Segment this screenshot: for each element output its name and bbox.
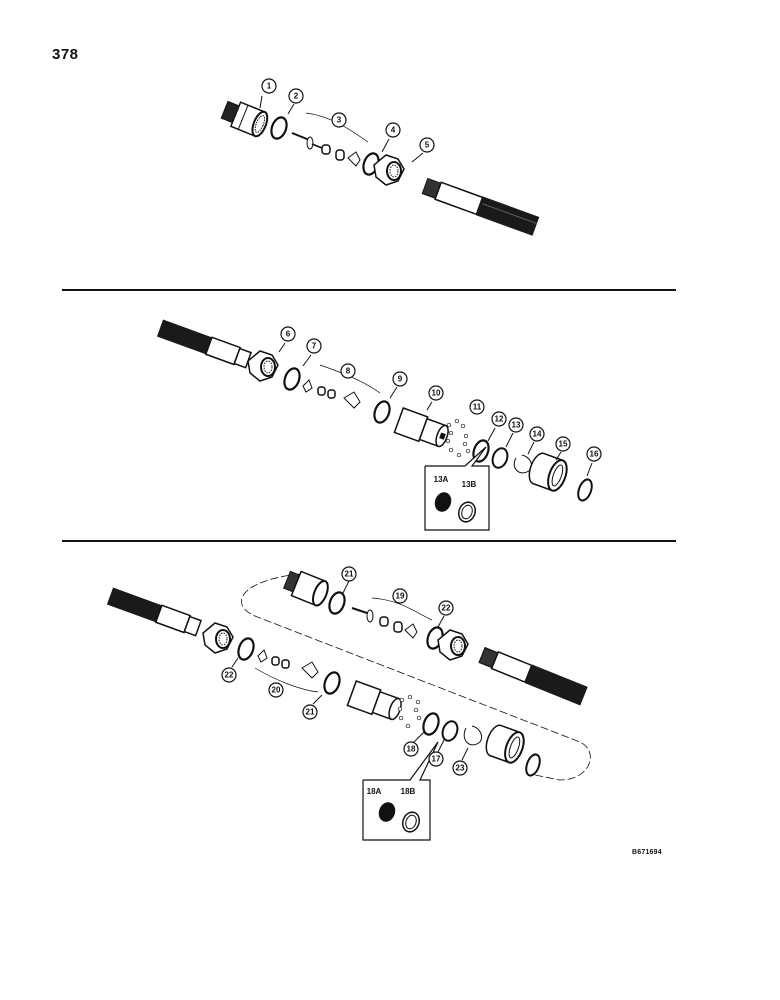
svg-text:10: 10 bbox=[432, 389, 441, 398]
part-19-valve-parts bbox=[351, 597, 433, 639]
svg-text:1: 1 bbox=[267, 82, 272, 91]
svg-text:9: 9 bbox=[398, 375, 403, 384]
hose-bottom-left bbox=[106, 587, 203, 637]
svg-text:13: 13 bbox=[512, 421, 521, 430]
svg-text:12: 12 bbox=[495, 415, 504, 424]
callout-16: 16 bbox=[586, 446, 602, 477]
callout-19: 19 bbox=[392, 588, 408, 604]
reference-code: B671694 bbox=[632, 849, 662, 856]
callout-4: 4 bbox=[381, 122, 401, 153]
page-number: 378 bbox=[52, 46, 79, 63]
svg-text:21: 21 bbox=[306, 708, 315, 717]
svg-text:5: 5 bbox=[425, 141, 430, 150]
svg-text:13A: 13A bbox=[434, 475, 449, 484]
hose-middle bbox=[156, 319, 253, 369]
part-coupler-body-bottom bbox=[346, 680, 402, 721]
callout-7: 7 bbox=[302, 338, 322, 367]
balls-bottom bbox=[397, 694, 422, 729]
svg-text:14: 14 bbox=[533, 430, 542, 439]
svg-text:16: 16 bbox=[590, 450, 599, 459]
svg-text:15: 15 bbox=[559, 440, 568, 449]
svg-text:18A: 18A bbox=[367, 787, 382, 796]
part-coupling-bottom bbox=[282, 570, 329, 607]
inset-18-box: 18A 18B bbox=[362, 741, 439, 841]
svg-text:13B: 13B bbox=[462, 480, 477, 489]
part-16-ring bbox=[577, 478, 593, 502]
part-14-snap-ring bbox=[513, 454, 533, 474]
part-15-sleeve bbox=[528, 452, 568, 492]
svg-text:22: 22 bbox=[225, 671, 234, 680]
part-10-coupler-body bbox=[393, 407, 449, 448]
callout-3: 3 bbox=[331, 112, 347, 128]
callout-17: 17 bbox=[428, 739, 445, 767]
svg-text:17: 17 bbox=[432, 755, 441, 764]
part-13-backup-ring bbox=[491, 447, 509, 469]
callout-9: 9 bbox=[389, 371, 408, 399]
part-3-valve-parts bbox=[291, 112, 369, 167]
svg-text:6: 6 bbox=[286, 330, 291, 339]
callout-6: 6 bbox=[278, 326, 296, 353]
callout-11: 11 bbox=[469, 399, 485, 415]
callout-23: 23 bbox=[452, 747, 469, 776]
svg-text:23: 23 bbox=[456, 764, 465, 773]
part-11-balls bbox=[445, 418, 471, 458]
svg-text:18: 18 bbox=[407, 745, 416, 754]
callout-21-bottom: 21 bbox=[302, 694, 323, 720]
top-assembly: 1 2 3 4 5 bbox=[220, 78, 540, 236]
callout-14: 14 bbox=[527, 426, 545, 455]
inset-13-box: 13A 13B bbox=[424, 446, 490, 531]
callout-5: 5 bbox=[411, 137, 435, 163]
svg-text:4: 4 bbox=[391, 126, 396, 135]
callout-8: 8 bbox=[340, 363, 356, 379]
svg-text:18B: 18B bbox=[401, 787, 416, 796]
section-divider-bottom bbox=[62, 540, 676, 542]
svg-text:2: 2 bbox=[294, 92, 299, 101]
hose-top bbox=[421, 177, 540, 236]
part-1-coupling bbox=[220, 100, 269, 138]
svg-text:19: 19 bbox=[396, 592, 405, 601]
part-20-valve-parts bbox=[254, 649, 319, 693]
section-divider-top bbox=[62, 289, 676, 291]
callout-10: 10 bbox=[426, 385, 444, 411]
callout-13: 13 bbox=[505, 417, 524, 448]
callout-20: 20 bbox=[268, 682, 284, 698]
callout-22-bottom: 22 bbox=[221, 657, 239, 683]
svg-text:20: 20 bbox=[272, 686, 281, 695]
middle-assembly: 13A 13B 6 7 8 9 10 11 12 13 14 15 16 bbox=[156, 319, 602, 531]
svg-text:3: 3 bbox=[337, 116, 342, 125]
svg-text:7: 7 bbox=[312, 342, 317, 351]
callout-22-top: 22 bbox=[437, 600, 454, 628]
callout-2: 2 bbox=[287, 88, 304, 115]
callout-1: 1 bbox=[259, 78, 277, 109]
callout-12: 12 bbox=[487, 411, 507, 442]
callout-21-top: 21 bbox=[341, 566, 357, 594]
svg-text:22: 22 bbox=[442, 604, 451, 613]
hose-bottom-right bbox=[478, 646, 588, 706]
callout-18: 18 bbox=[403, 731, 425, 757]
svg-text:21: 21 bbox=[345, 570, 354, 579]
bottom-assembly: 18A 18B 21 19 22 22 20 21 18 17 23 bbox=[106, 566, 591, 841]
callout-15: 15 bbox=[555, 436, 571, 461]
svg-text:11: 11 bbox=[473, 403, 482, 412]
svg-text:8: 8 bbox=[346, 367, 351, 376]
